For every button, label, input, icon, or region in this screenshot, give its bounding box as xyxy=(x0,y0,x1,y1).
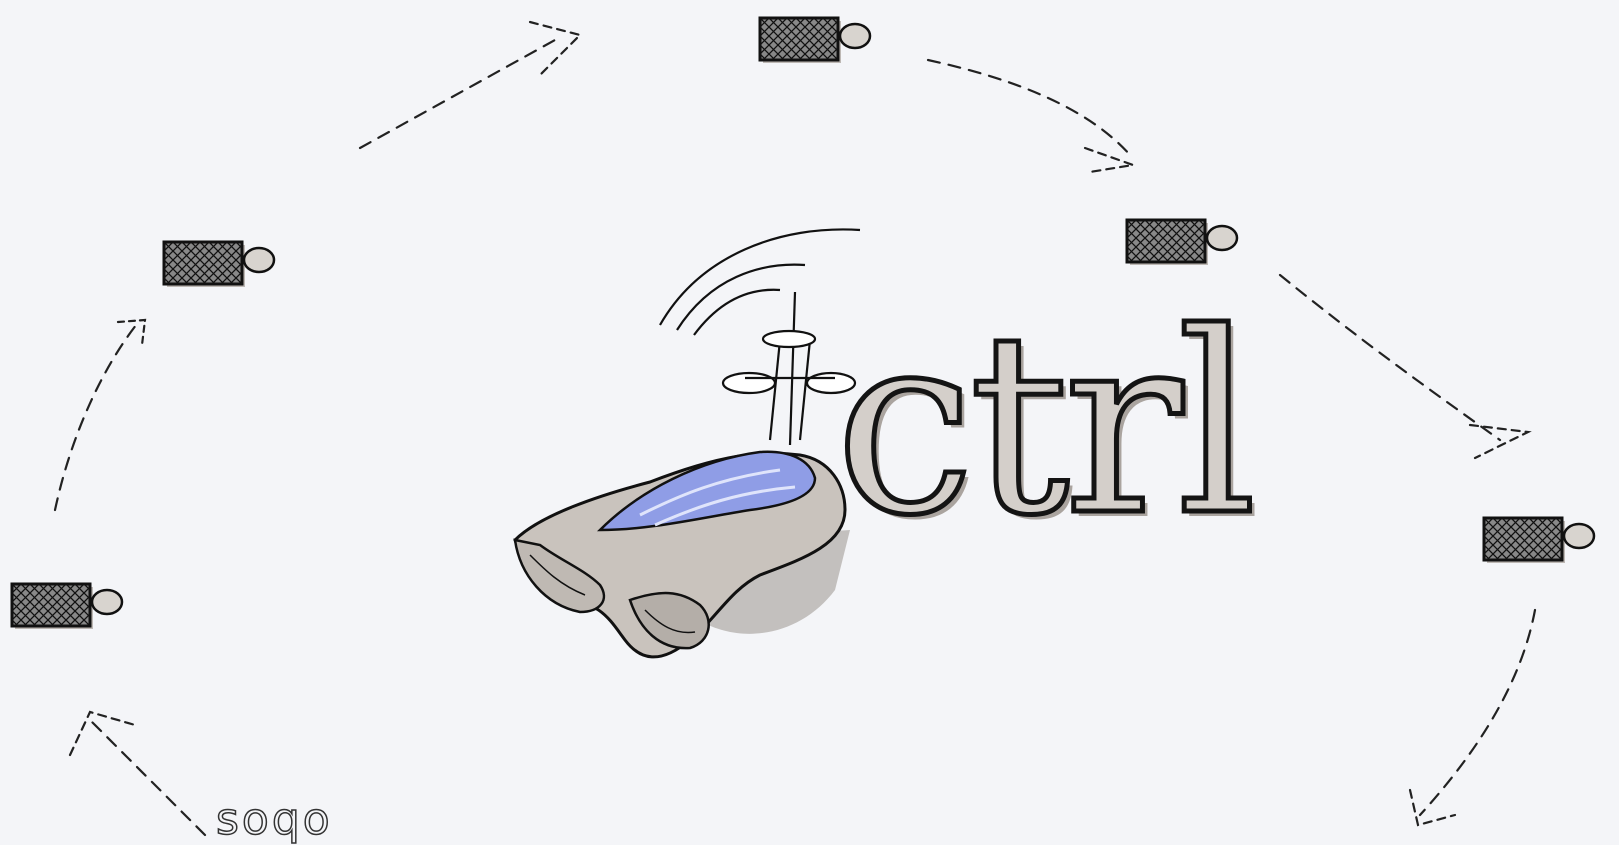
dashed-arrow-icon xyxy=(55,320,140,510)
dashed-arrow-icon xyxy=(360,40,555,148)
dashed-arrow-icon xyxy=(1410,790,1455,825)
ctrl-logo-text: ctrl xyxy=(835,300,1251,550)
dashed-arrow-icon xyxy=(1280,275,1500,440)
dashed-arrow-icon xyxy=(70,712,135,755)
dashed-arrow-icon xyxy=(90,720,205,835)
dashed-arrow-icon xyxy=(928,60,1130,155)
dashed-arrow-icon xyxy=(1420,610,1535,815)
scribble-label: soqo xyxy=(216,798,333,842)
dashed-arrow-icon xyxy=(1470,425,1528,458)
cable-device-icon xyxy=(760,18,870,63)
wireless-signal-icon xyxy=(660,229,860,335)
cable-device-icon xyxy=(1127,220,1237,265)
cable-device-icon xyxy=(164,242,274,287)
cable-device-icon xyxy=(1484,518,1594,563)
cable-device-icon xyxy=(12,584,122,629)
dashed-arrow-icon xyxy=(530,22,580,75)
drone-vehicle-icon xyxy=(515,292,855,657)
